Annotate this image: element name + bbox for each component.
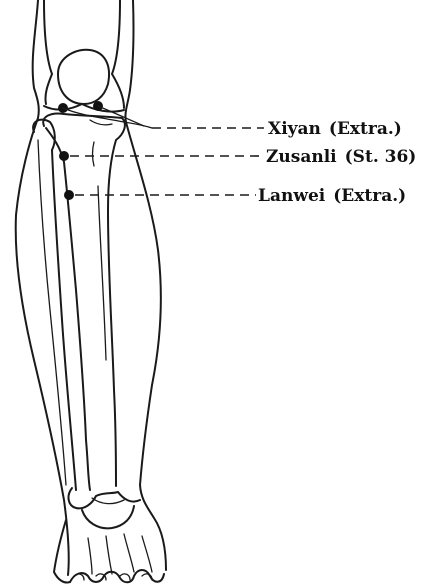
lanwei-point — [64, 190, 74, 200]
lanwei-label: Lanwei(Extra.) — [258, 186, 406, 206]
tibia — [43, 114, 125, 491]
femur — [44, 0, 124, 108]
lanwei-callout: Lanwei(Extra.) — [64, 186, 406, 206]
zusanli-label: Zusanli(St. 36) — [266, 147, 416, 167]
foot — [54, 520, 164, 583]
zusanli-point — [59, 151, 69, 161]
leg-outline — [16, 0, 166, 575]
knee-joint — [44, 104, 124, 112]
patella — [58, 50, 109, 104]
ankle — [69, 488, 140, 528]
fibula — [33, 120, 76, 490]
xiyan-callout: Xiyan(Extra.) — [58, 101, 402, 139]
xiyan-label: Xiyan(Extra.) — [268, 119, 402, 139]
